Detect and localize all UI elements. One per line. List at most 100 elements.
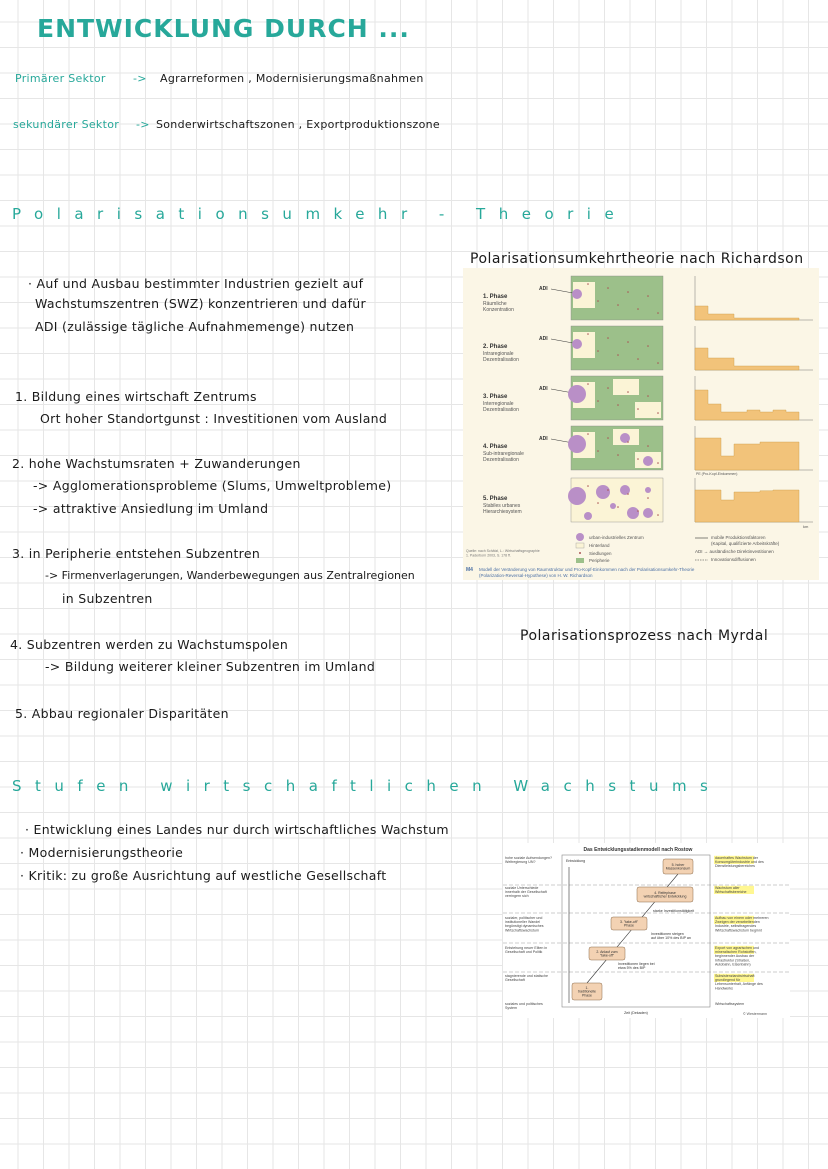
page-title: ENTWICKLUNG DURCH ... [37, 14, 410, 43]
caption: (Polarization-Reversal-Hypothese) von H.… [479, 573, 593, 578]
step-2-detail: -> Agglomerationsprobleme (Slums, Umwelt… [33, 478, 392, 493]
phase-name: Intraregionale [483, 351, 514, 357]
income-chart [694, 376, 813, 421]
x-axis-label: Zeit (Dekaden) [624, 1011, 648, 1015]
income-chart [694, 478, 813, 523]
richardson-heading: Polarisationsumkehrtheorie nach Richards… [470, 251, 804, 267]
phase-number: 5. Phase [483, 496, 508, 502]
phase-number: 1. Phase [483, 294, 508, 300]
phase-name: Dezentralisation [483, 407, 519, 413]
step-3-detail: -> Firmenverlagerungen, Wanderbewegungen… [45, 569, 415, 582]
step-1: 1. Bildung eines wirtschaft Zentrums [15, 389, 257, 404]
adi-label: ADI [539, 286, 548, 292]
rostow-stage: 2. Anlauf zum"take-off" [588, 946, 626, 961]
phase-name: Räumliche [483, 301, 507, 307]
sector-label-primary: Primärer Sektor [15, 72, 106, 85]
legend-item: (Kapital, qualifizierte Arbeitskräfte) [711, 541, 780, 546]
km-label: km [803, 524, 809, 529]
rostow-title: Das Entwicklungsstadienmodell nach Rosto… [584, 847, 693, 853]
income-profile [694, 347, 800, 371]
credit: © Westermann [743, 1012, 767, 1016]
arrow: -> [136, 118, 150, 131]
income-chart [694, 426, 813, 471]
phase-number: 3. Phase [483, 394, 508, 400]
sector-label-secondary: sekundärer Sektor [13, 118, 120, 131]
rostow-stage-label: 2. Anlauf zum"take-off" [596, 950, 617, 958]
legend-item: ADI → ausländische Direktinvestitionen [695, 549, 774, 554]
rostow-stage-label: 3. "take-off"Phase [620, 920, 639, 928]
intro-line: ADI (zulässige tägliche Aufnahmemenge) n… [35, 319, 355, 334]
stufen-bullet: · Entwicklung eines Landes nur durch wir… [25, 822, 449, 837]
step-2-detail: -> attraktive Ansiedlung im Umland [33, 501, 269, 516]
pe-label: PE (Pro-Kopf-Einkommen) [696, 472, 737, 476]
stufen-bullet: · Kritik: zu große Ausrichtung auf westl… [20, 868, 387, 883]
adi-label: ADI [539, 336, 548, 342]
phase-map: ADI [539, 425, 664, 471]
rostow-stage: 3. "take-off"Phase [610, 916, 648, 931]
legend-item: Peripherie [589, 558, 610, 563]
phase-map [568, 477, 664, 523]
phase-name: Dezentralisation [483, 357, 519, 363]
adi-label: ADI [539, 386, 548, 392]
section-heading-stufen: Stufen wirtschaftlichen Wachstums [12, 777, 722, 795]
stufen-bullet: · Modernisierungstheorie [20, 845, 184, 860]
income-profile [694, 389, 800, 421]
step-4: 4. Subzentren werden zu Wachstumspolen [10, 637, 289, 652]
phase-name: Dezentralisation [483, 457, 519, 463]
income-chart [694, 326, 813, 371]
intro-line: · Auf und Ausbau bestimmter Industrien g… [28, 276, 364, 291]
step-4-detail: -> Bildung weiterer kleiner Subzentren i… [45, 659, 376, 674]
step-3: 3. in Peripherie entstehen Subzentren [12, 546, 261, 561]
phase-name: Stabiles urbanes [483, 503, 521, 509]
step-2: 2. hohe Wachstumsraten + Zuwanderungen [12, 456, 301, 471]
step-3-detail: in Subzentren [62, 591, 153, 606]
phase-name: Sub-intraregionale [483, 451, 524, 457]
intro-line: Wachstumszentren (SWZ) konzentrieren und… [35, 296, 366, 311]
phase-map: ADI [539, 275, 664, 321]
adi-label: ADI [539, 436, 548, 442]
rostow-figure: Das Entwicklungsstadienmodell nach Rosto… [503, 843, 790, 1018]
phase-name: Interregionale [483, 401, 514, 407]
economic-system-text: Wirtschaftssystem [715, 1002, 744, 1006]
income-profile [694, 489, 800, 523]
caption: Modell der Veränderung von Raumstruktur … [479, 567, 695, 572]
phase-number: 2. Phase [483, 344, 508, 350]
income-profile [694, 437, 800, 471]
social-system-text: hohe soziale Aufwendungen?Weltregierung … [505, 856, 552, 864]
source: Quelle: nach Schätzl, L.: Wirtschaftsgeo… [466, 549, 540, 557]
phase-number: 4. Phase [483, 444, 508, 450]
legend: urban-industrielles Zentrum Hinterland S… [575, 533, 780, 563]
legend-item: urban-industrielles Zentrum [589, 535, 644, 540]
sector-text-primary: Agrarreformen , Modernisierungsmaßnahmen [160, 72, 424, 85]
legend-item: mobile Produktionsfaktoren [711, 535, 766, 540]
step-5: 5. Abbau regionaler Disparitäten [15, 706, 229, 721]
note: starke Investitionstätigkeit [653, 909, 694, 913]
income-profile [694, 305, 800, 321]
arrow: -> [133, 72, 147, 85]
caption-id: M4 [466, 567, 473, 573]
legend-item: Hinterland [589, 543, 610, 548]
income-chart [694, 276, 813, 321]
sector-text-secondary: Sonderwirtschaftszonen , Exportproduktio… [156, 118, 440, 131]
legend-item: Siedlungen [589, 551, 612, 556]
legend-item: Innovationsdiffusionen [711, 557, 756, 562]
myrdal-heading: Polarisationsprozess nach Myrdal [520, 628, 769, 644]
phase-name: Hierarchiesystem [483, 509, 522, 515]
